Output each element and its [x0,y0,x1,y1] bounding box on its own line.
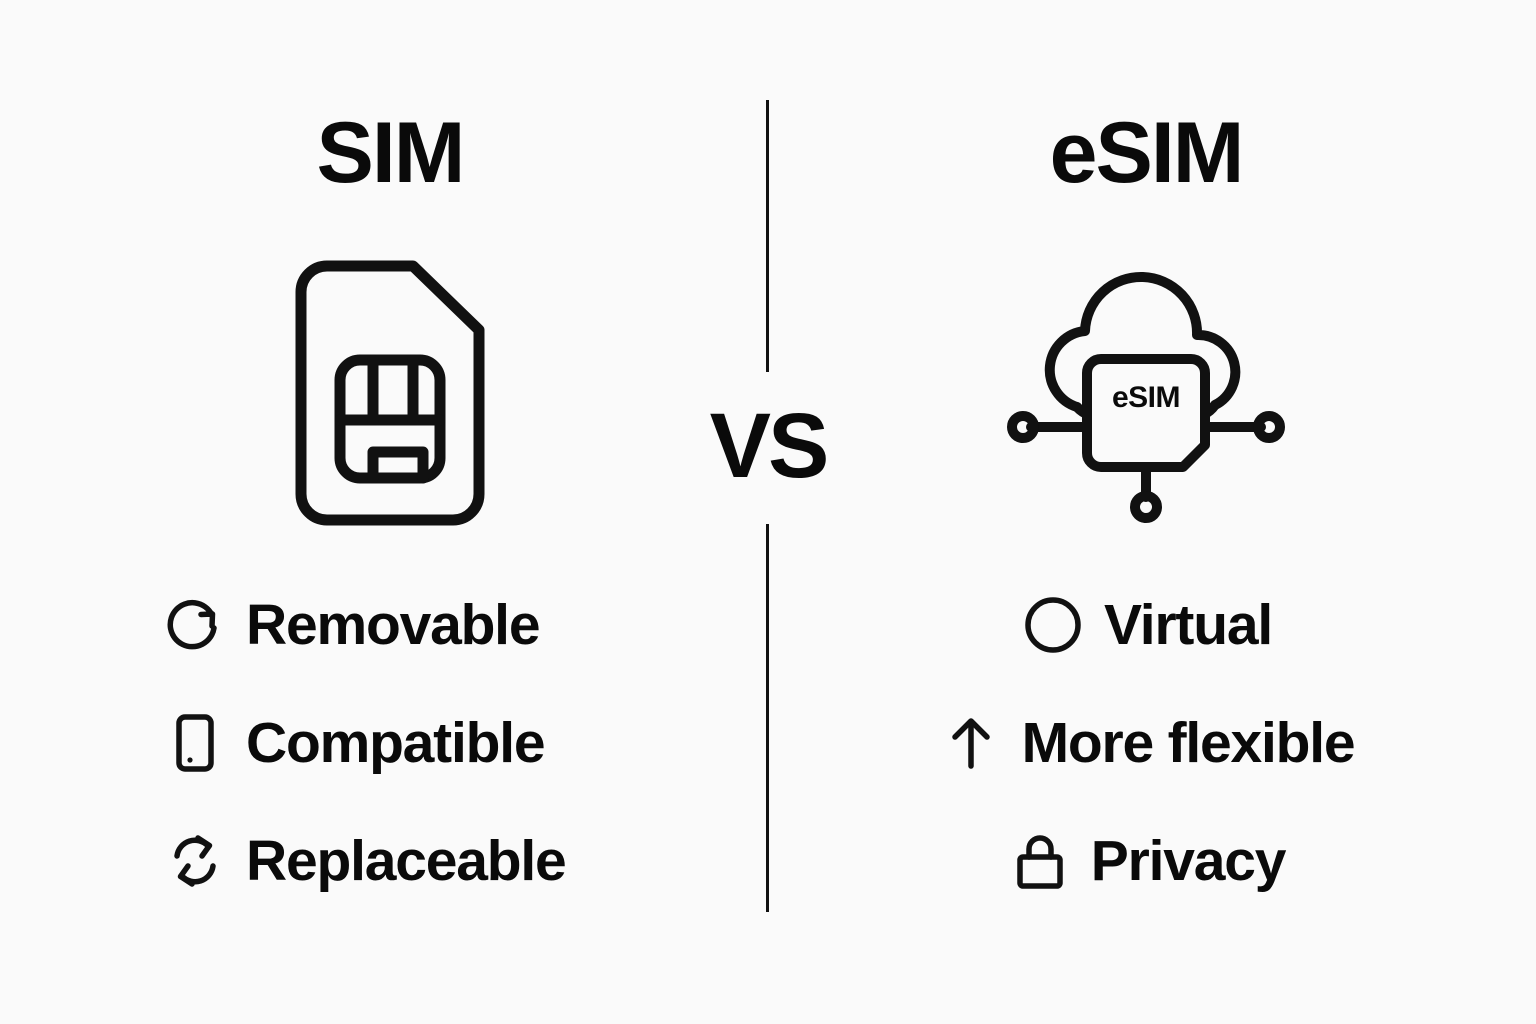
feature-label-privacy: Privacy [1090,828,1287,893]
sim-feature-list: Removable Compatible [40,566,740,920]
arrow-up-icon [938,710,1004,776]
feature-label-more-flexible: More flexible [1021,710,1356,775]
sim-card-art [40,250,740,540]
feature-label-replaceable: Replaceable [246,828,567,893]
esim-title: eSIM [1049,105,1245,201]
circle-outline-icon [1020,592,1086,658]
esim-feature-list: Virtual More flexible [796,566,1496,920]
feature-label-compatible: Compatible [246,710,546,775]
smartphone-icon [162,710,228,776]
feature-row-removable: Removable [40,566,740,684]
feature-row-privacy: Privacy [796,802,1496,920]
column-sim: SIM [40,0,740,1024]
padlock-icon [1007,828,1073,894]
feature-row-replaceable: Replaceable [40,802,740,920]
column-esim: eSIM [796,0,1496,1024]
rotate-clockwise-arrow-icon [162,592,228,658]
feature-row-more-flexible: More flexible [796,684,1496,802]
feature-label-removable: Removable [246,592,541,657]
vertical-divider-bottom [766,524,769,912]
feature-row-virtual: Virtual [796,566,1496,684]
sim-title: SIM [316,105,466,201]
vertical-divider-top [766,100,769,372]
vs-label: VS [709,395,830,497]
feature-label-virtual: Virtual [1104,592,1273,657]
swap-arrows-icon [162,828,228,894]
cloud-esim-chip-icon [1001,255,1291,536]
feature-row-compatible: Compatible [40,684,740,802]
sim-card-icon [295,260,485,531]
esim-cloud-art [796,250,1496,540]
